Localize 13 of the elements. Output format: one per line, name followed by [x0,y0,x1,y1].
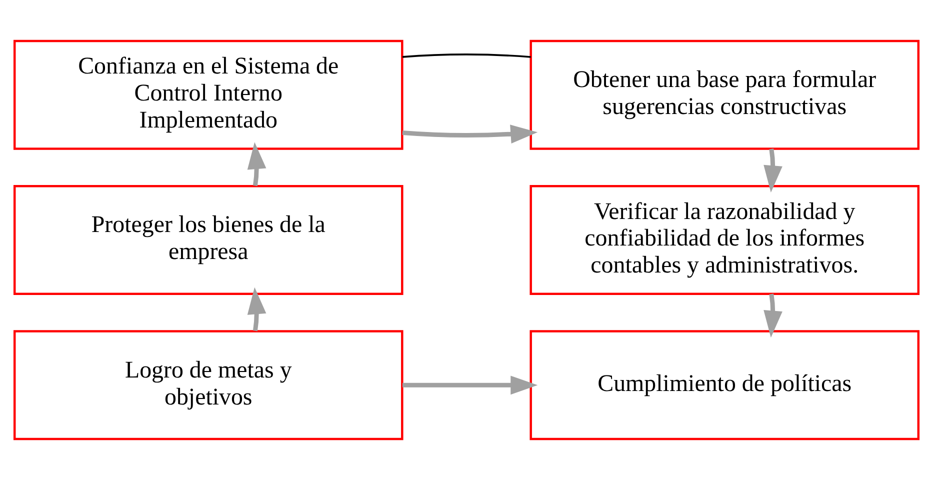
node-box: Logro de metas y objetivos [13,330,404,440]
arrow [764,148,782,192]
arrow [247,287,266,332]
node-box: Confianza en el Sistema de Control Interno Implementado [13,40,404,150]
node-box: Obtener una base para formular sugerencias constructivas [530,40,920,150]
arrow [247,142,266,186]
connector [402,54,531,58]
arrow [402,376,538,395]
node-box: Verificar la razonabilidad y confiabilidad de los informes contables y administrativos. [530,185,920,295]
arrow [764,294,782,338]
node-box: Proteger los bienes de la empresa [13,185,404,295]
node-box: Cumplimiento de políticas [530,330,920,440]
arrow [402,124,538,144]
